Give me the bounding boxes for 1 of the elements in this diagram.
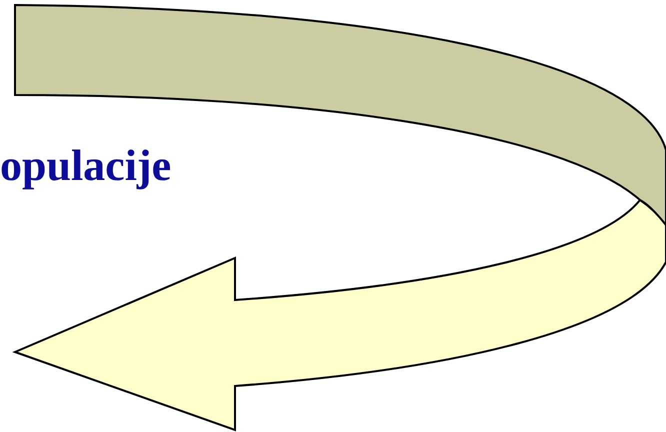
label-text: opulacije — [0, 142, 172, 190]
